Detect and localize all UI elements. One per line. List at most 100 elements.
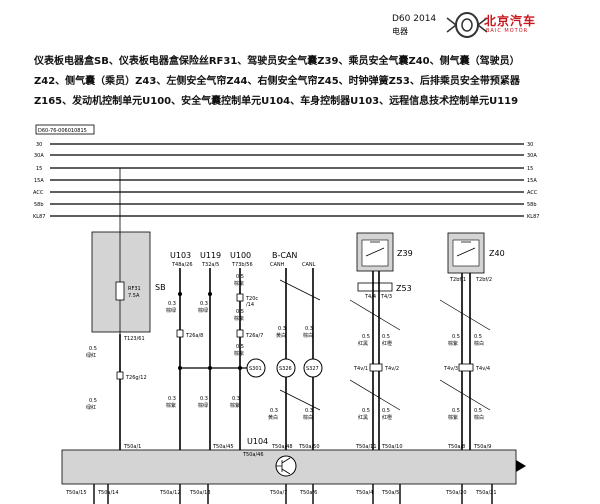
svg-text:棕紫: 棕紫 [448, 340, 458, 347]
svg-text:T50a/11: T50a/11 [355, 444, 377, 450]
rail-30a: 30A 30A [34, 153, 537, 159]
fuse-rf31-icon [115, 281, 125, 301]
svg-text:T4v/1: T4v/1 [353, 366, 368, 372]
svg-text:T4/4: T4/4 [364, 294, 376, 300]
svg-text:T48a/26: T48a/26 [171, 262, 193, 268]
svg-text:S326: S326 [279, 366, 292, 372]
sb-fuse-box: SB RF31 7.5A T123/61 [91, 168, 166, 342]
svg-text:15A: 15A [527, 178, 537, 184]
svg-text:红橙: 红橙 [382, 340, 392, 347]
svg-text:15: 15 [527, 166, 533, 172]
svg-text:T50a/21: T50a/21 [475, 490, 497, 496]
baic-logo-icon [446, 12, 488, 38]
svg-text:T26a/7: T26a/7 [245, 333, 263, 339]
svg-text:棕紫: 棕紫 [230, 402, 240, 409]
svg-text:0.3: 0.3 [305, 326, 313, 332]
module-u119: U119 T32a/5 0.3 棕绿 0.3 棕绿 [198, 251, 221, 450]
connector-icon [236, 329, 244, 338]
svg-text:0.5: 0.5 [236, 344, 244, 350]
u104-label: U104 [247, 437, 268, 446]
sb-pin: T123/61 [123, 336, 145, 342]
svg-text:T4v/4: T4v/4 [475, 366, 490, 372]
svg-text:0.3: 0.3 [232, 396, 240, 402]
svg-text:0.5: 0.5 [452, 408, 460, 414]
svg-text:红黑: 红黑 [358, 340, 368, 347]
svg-text:0.5: 0.5 [382, 408, 390, 414]
svg-text:棕紫: 棕紫 [234, 280, 244, 287]
svg-text:T50a/45: T50a/45 [212, 444, 234, 450]
svg-text:黄白: 黄白 [276, 332, 286, 339]
title-line-1: 仪表板电器盒SB、仪表板电器盒保险丝RF31、驾驶员安全气囊Z39、乘员安全气囊… [34, 56, 520, 67]
svg-text:B-CAN: B-CAN [272, 251, 297, 260]
diagram-title: 仪表板电器盒SB、仪表板电器盒保险丝RF31、驾驶员安全气囊Z39、乘员安全气囊… [34, 52, 574, 112]
svg-text:T26a/8: T26a/8 [185, 333, 203, 339]
svg-text:0.3: 0.3 [305, 408, 313, 414]
svg-text:T73b/56: T73b/56 [231, 262, 253, 268]
svg-text:T50a/1: T50a/1 [123, 444, 141, 450]
svg-text:Z39: Z39 [397, 249, 413, 258]
svg-text:58b: 58b [527, 202, 537, 208]
continuation-arrow-icon [516, 460, 526, 472]
airbag-squib-icon [361, 239, 389, 267]
svg-text:绿红: 绿红 [86, 404, 96, 411]
svg-text:T20c: T20c [245, 296, 258, 302]
z53-clock-spring [357, 282, 393, 292]
fuse-name: RF31 [128, 286, 141, 292]
svg-text:T50a/5: T50a/5 [381, 490, 399, 496]
svg-text:棕紫: 棕紫 [166, 402, 176, 409]
svg-text:0.5: 0.5 [382, 334, 390, 340]
svg-text:Z53: Z53 [396, 284, 412, 293]
svg-text:U100: U100 [230, 251, 251, 260]
svg-text:棕白: 棕白 [303, 332, 313, 339]
svg-text:30A: 30A [34, 153, 44, 159]
svg-text:0.5: 0.5 [236, 309, 244, 315]
svg-text:0.5: 0.5 [236, 274, 244, 280]
diagram-code-box [35, 124, 95, 135]
svg-text:T2bf/1: T2bf/1 [449, 277, 466, 283]
svg-text:T50a/13: T50a/13 [189, 490, 211, 496]
svg-text:棕紫: 棕紫 [234, 350, 244, 357]
z40-passenger-airbag: Z40 T2bf/1 T2bf/2 0.5 棕紫 0.5 棕白 T4v/3 T4… [439, 232, 505, 450]
svg-text:58b: 58b [34, 202, 44, 208]
svg-text:T26g/12: T26g/12 [125, 375, 147, 381]
svg-text:ACC: ACC [527, 190, 538, 196]
airbag-squib-icon [452, 239, 480, 267]
svg-text:绿红: 绿红 [86, 352, 96, 359]
svg-text:0.3: 0.3 [270, 408, 278, 414]
svg-text:0.5: 0.5 [452, 334, 460, 340]
svg-text:0.5: 0.5 [89, 346, 97, 352]
wire-sb-u104: 0.5 绿红 T26g/12 0.5 绿红 [86, 334, 147, 450]
svg-text:0.5: 0.5 [362, 408, 370, 414]
brand-name-en: BAIC MOTOR [486, 28, 529, 34]
svg-text:红黑: 红黑 [358, 414, 368, 421]
svg-text:0.5: 0.5 [89, 398, 97, 404]
sb-label: SB [155, 283, 166, 292]
title-line-3: Z165、发动机控制单元U100、安全气囊控制单元U104、车身控制器U103、… [34, 96, 519, 107]
svg-text:S301: S301 [249, 366, 262, 372]
splice-s326 [276, 358, 296, 378]
splice-s327 [303, 358, 323, 378]
svg-text:棕紫: 棕紫 [448, 414, 458, 421]
svg-text:/14: /14 [246, 302, 254, 308]
svg-text:30A: 30A [527, 153, 537, 159]
diagram-code: D60-76-006010815 [38, 128, 87, 134]
u104-airbag-control-unit: U104 T50a/1 T50a/45 T50a/46 T50a/48 T50a… [61, 437, 526, 504]
svg-text:0.3: 0.3 [278, 326, 286, 332]
svg-text:红橙: 红橙 [382, 414, 392, 421]
svg-text:T4v/2: T4v/2 [384, 366, 399, 372]
connector-icon [116, 371, 124, 380]
svg-text:T50a/8: T50a/8 [447, 444, 465, 450]
module-u100: U100 T73b/56 0.5 棕紫 T20c /14 0.5 棕紫 T26a… [230, 251, 263, 450]
svg-text:T2bf/2: T2bf/2 [475, 277, 492, 283]
rail-acc: ACC ACC [33, 190, 538, 196]
svg-text:0.3: 0.3 [168, 301, 176, 307]
svg-text:棕绿: 棕绿 [166, 307, 176, 314]
svg-text:ACC: ACC [33, 190, 44, 196]
svg-text:棕白: 棕白 [474, 414, 484, 421]
svg-text:KL87: KL87 [33, 214, 45, 220]
svg-text:T50a/12: T50a/12 [159, 490, 181, 496]
